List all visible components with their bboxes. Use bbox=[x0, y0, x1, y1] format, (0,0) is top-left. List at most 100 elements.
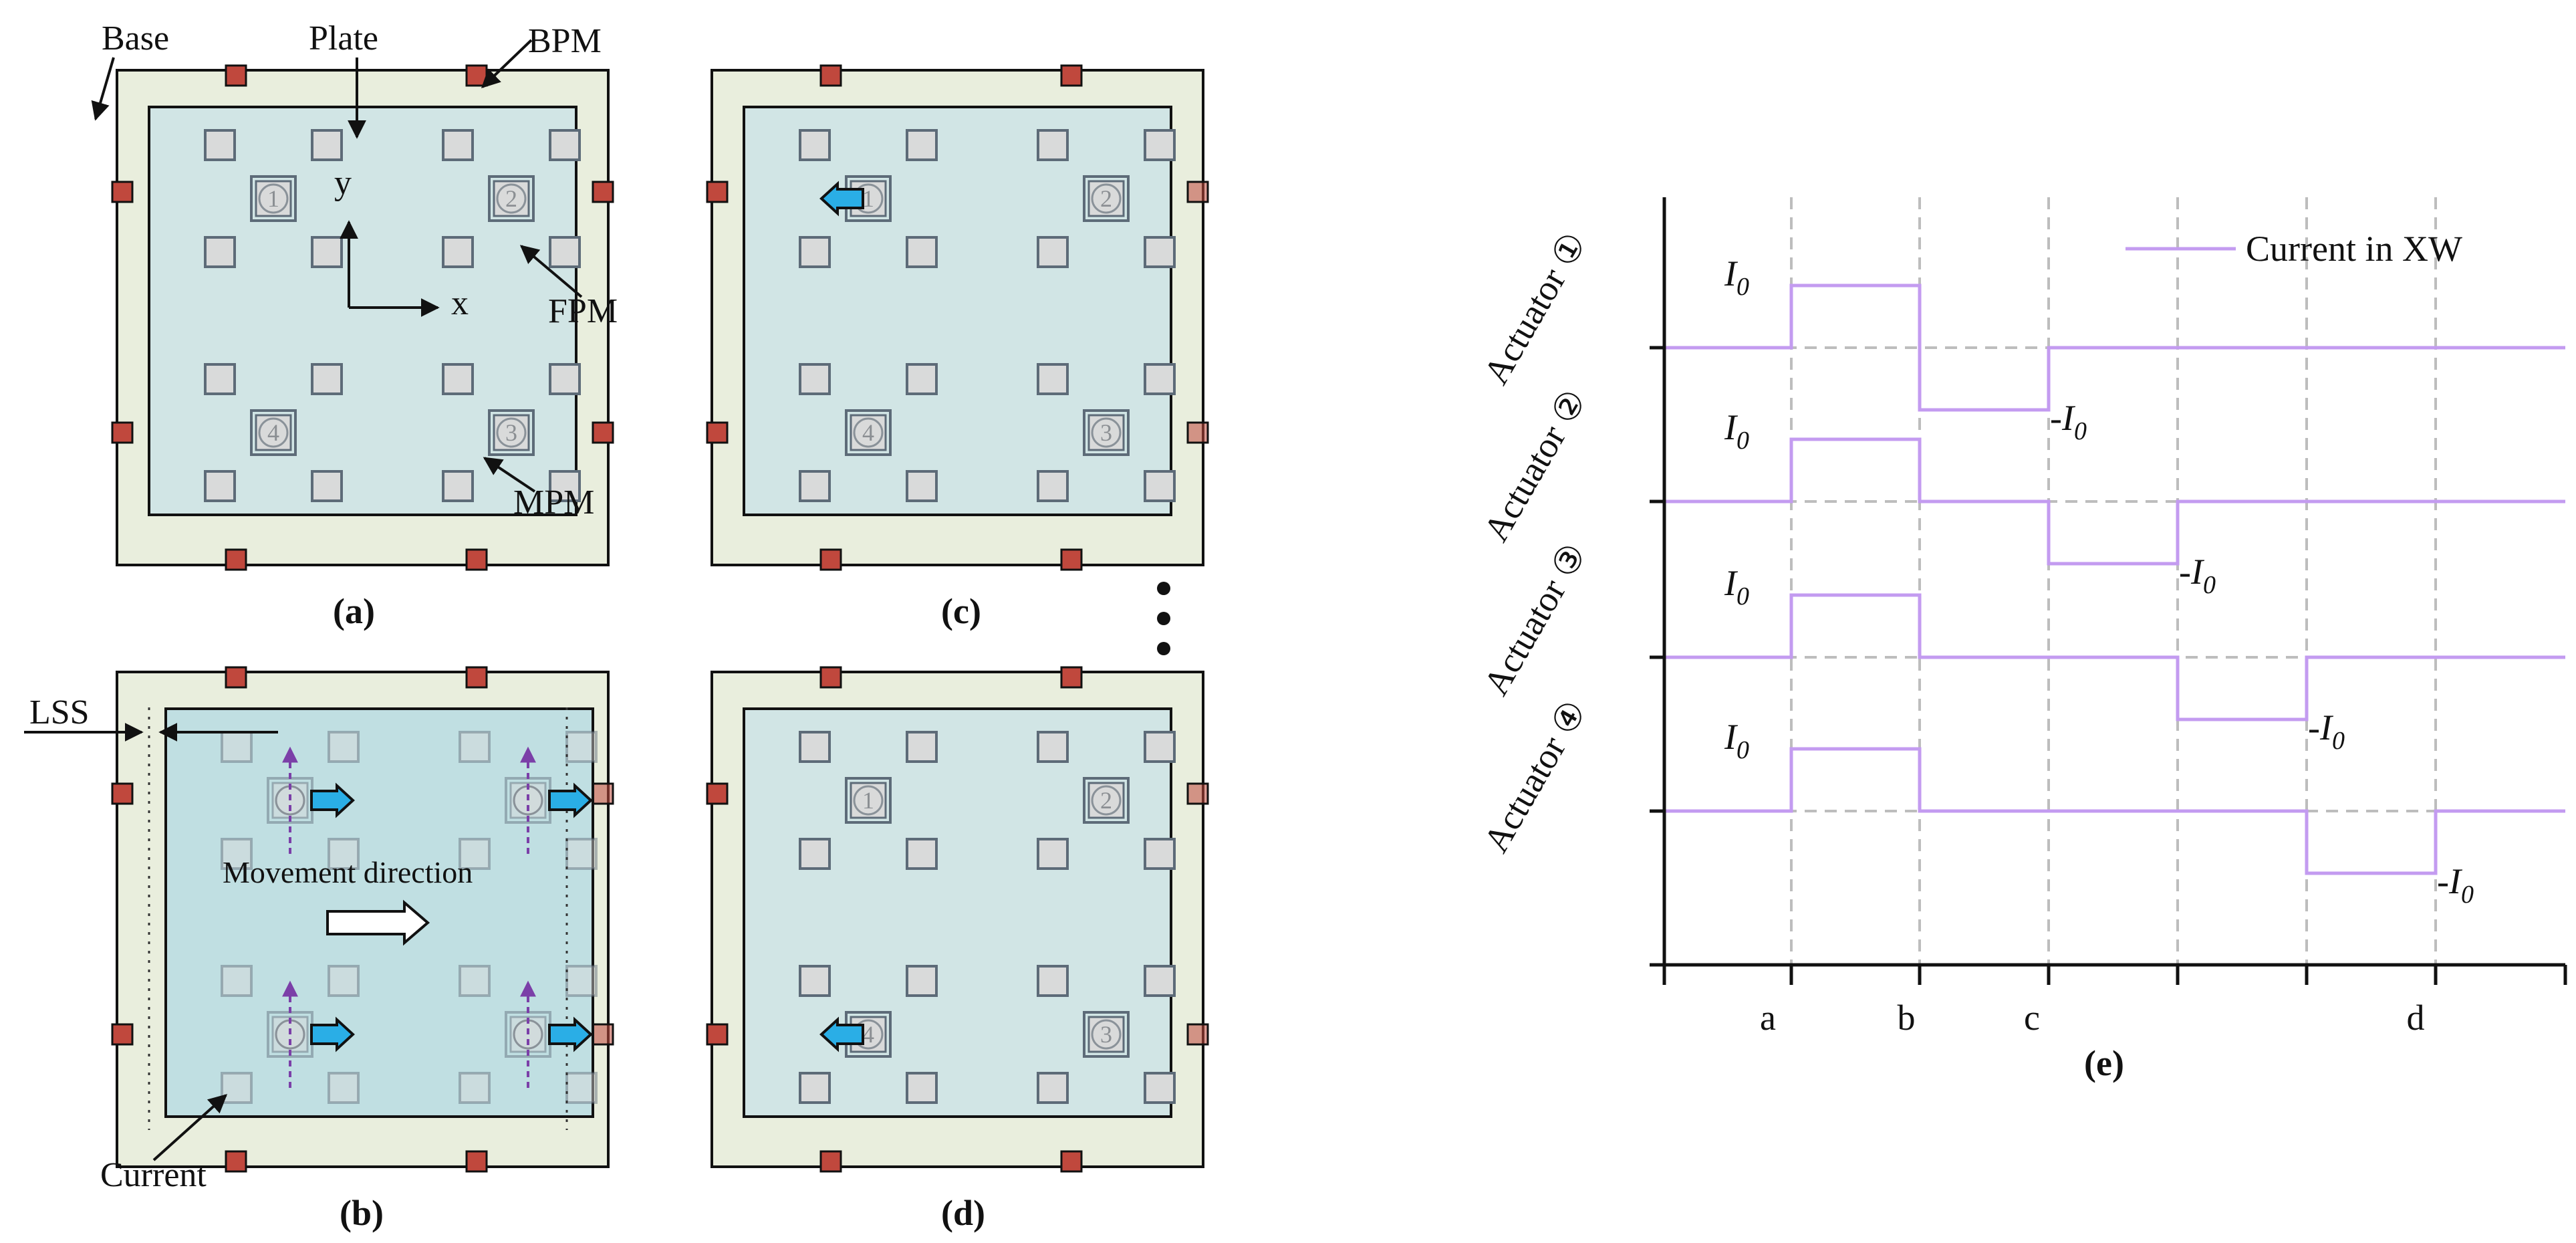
force-arrow bbox=[548, 782, 593, 818]
fpm-magnet bbox=[1037, 470, 1069, 502]
actuator-number: 4 bbox=[267, 419, 279, 446]
chart-row-labels: Actuator ① Actuator ② Actuator ③ Actuato… bbox=[1476, 225, 1594, 859]
actuator-badge bbox=[496, 417, 527, 448]
fpm-magnet bbox=[565, 965, 598, 997]
bpm-magnet bbox=[706, 181, 729, 203]
fpm-magnet bbox=[549, 363, 581, 395]
base-label: Base bbox=[102, 19, 169, 58]
caption-b: (b) bbox=[340, 1193, 384, 1233]
fpm-magnet bbox=[311, 363, 343, 395]
bpm-magnet bbox=[465, 1150, 488, 1173]
bpm-magnet bbox=[1060, 548, 1083, 571]
level-label-neg: -I0 bbox=[2050, 398, 2087, 445]
actuator-number: 3 bbox=[1100, 1021, 1112, 1048]
fpm-magnet bbox=[906, 363, 938, 395]
bpm-magnet bbox=[465, 64, 488, 87]
bpm-magnet bbox=[819, 1150, 842, 1173]
row-label-actuator-2: Actuator ② bbox=[1476, 382, 1594, 548]
fpm-magnet bbox=[799, 838, 831, 870]
chart-grid bbox=[1664, 197, 2565, 965]
actuator-number: 2 bbox=[505, 185, 517, 212]
bpm-magnet bbox=[1060, 666, 1083, 689]
fpm-magnet bbox=[1037, 1072, 1069, 1104]
mpm-magnet bbox=[845, 409, 892, 456]
level-label-pos: I0 bbox=[1724, 407, 1749, 455]
fpm-magnet bbox=[311, 470, 343, 502]
panel-a-annotations: Base Plate BPM FPM MPM y x bbox=[91, 19, 618, 522]
ellipsis-dots bbox=[1157, 582, 1170, 655]
mpm-magnet bbox=[488, 409, 535, 456]
fpm-magnet bbox=[1037, 965, 1069, 997]
fpm-magnet bbox=[311, 129, 343, 161]
mpm-magnet bbox=[1083, 777, 1130, 824]
force-arrow bbox=[310, 1016, 355, 1052]
fpm-magnet bbox=[799, 470, 831, 502]
actuator-number: 1 bbox=[862, 185, 874, 212]
mpm-magnet bbox=[1083, 1011, 1130, 1058]
actuator-badge bbox=[496, 183, 527, 214]
bpm-magnet bbox=[1060, 64, 1083, 87]
mpm-magnet bbox=[250, 409, 297, 456]
bpm-magnet bbox=[592, 782, 614, 805]
fpm-magnet bbox=[906, 731, 938, 763]
fpm-magnet bbox=[459, 965, 491, 997]
fpm-magnet bbox=[1144, 129, 1176, 161]
fpm-magnet bbox=[459, 731, 491, 763]
fpm-magnet bbox=[799, 129, 831, 161]
fpm-magnet bbox=[549, 470, 581, 502]
actuator-badge bbox=[1091, 183, 1122, 214]
mpm-magnet bbox=[845, 777, 892, 824]
bpm-magnet bbox=[592, 421, 614, 444]
chart-x-ticks: a b c d bbox=[1760, 998, 2424, 1038]
panel-b-annotations: LSS Movement direction Current bbox=[24, 693, 473, 1194]
fpm-magnet bbox=[1144, 363, 1176, 395]
bpm-magnet bbox=[111, 1023, 134, 1046]
fpm-magnet bbox=[799, 731, 831, 763]
mpm-magnet bbox=[488, 175, 535, 222]
force-arrow bbox=[819, 181, 864, 217]
fpm-magnet bbox=[549, 236, 581, 268]
bpm-magnet bbox=[819, 64, 842, 87]
fpm-magnet bbox=[1144, 470, 1176, 502]
force-arrow bbox=[310, 782, 355, 818]
x-tick-label: d bbox=[2407, 998, 2425, 1038]
fpm-magnet bbox=[328, 731, 360, 763]
bpm-magnet bbox=[1060, 1150, 1083, 1173]
actuator-number: 4 bbox=[862, 419, 874, 446]
bpm-magnet bbox=[225, 1150, 247, 1173]
fpm-magnet bbox=[906, 1072, 938, 1104]
fpm-magnet bbox=[311, 236, 343, 268]
movement-label: Movement direction bbox=[223, 855, 473, 889]
actuator-badge bbox=[1091, 785, 1122, 816]
chart-axes bbox=[1650, 197, 2567, 985]
force-arrow bbox=[819, 1016, 864, 1052]
actuator-number: 3 bbox=[1100, 419, 1112, 446]
fpm-magnet bbox=[906, 965, 938, 997]
fpm-magnet bbox=[221, 731, 253, 763]
bpm-magnet bbox=[111, 782, 134, 805]
actuator-number: 3 bbox=[505, 419, 517, 446]
fpm-magnet bbox=[1144, 1072, 1176, 1104]
bpm-label: BPM bbox=[528, 22, 602, 60]
level-label-neg: -I0 bbox=[2308, 707, 2345, 755]
fpm-magnet bbox=[1144, 731, 1176, 763]
chart-traces bbox=[1664, 284, 2565, 875]
series-line-actuator-3 bbox=[1664, 593, 2565, 721]
x-tick-label: a bbox=[1760, 998, 1776, 1038]
bpm-magnet bbox=[706, 782, 729, 805]
mpm-magnet bbox=[250, 175, 297, 222]
fpm-magnet bbox=[221, 965, 253, 997]
fpm-magnet bbox=[1144, 965, 1176, 997]
fpm-magnet bbox=[906, 470, 938, 502]
lss-label: LSS bbox=[29, 693, 90, 731]
level-label-pos: I0 bbox=[1724, 717, 1749, 764]
fpm-magnet bbox=[328, 965, 360, 997]
fpm-magnet bbox=[906, 838, 938, 870]
actuator-badge bbox=[258, 417, 289, 448]
bpm-magnet bbox=[592, 1023, 614, 1046]
fpm-magnet bbox=[204, 236, 236, 268]
bpm-magnet bbox=[465, 666, 488, 689]
